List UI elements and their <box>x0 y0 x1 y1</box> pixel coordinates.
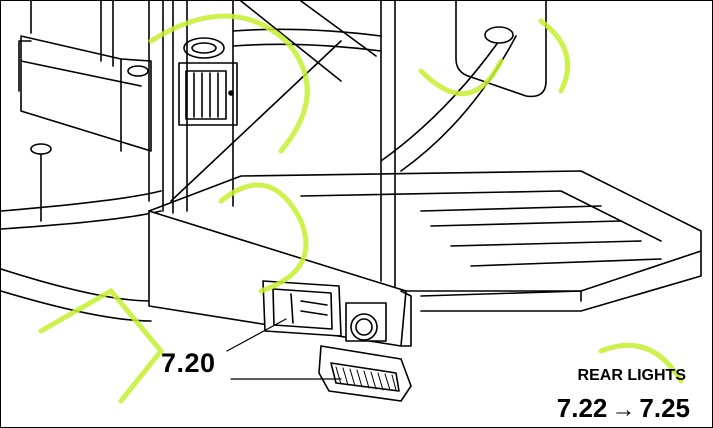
reflector-lamp <box>318 345 412 402</box>
callout-7-20: 7.20 <box>161 348 216 378</box>
leader-lines <box>226 318 342 380</box>
machine-body <box>18 1 152 152</box>
range-end: 7.25 <box>639 393 690 423</box>
bumper-block <box>148 210 412 347</box>
mirror <box>380 1 547 172</box>
reference-range: 7.22→7.25 <box>557 393 690 424</box>
right-arrow-icon: → <box>611 396 636 423</box>
fan-unit <box>127 37 238 126</box>
rear-platform <box>1 170 702 322</box>
range-start: 7.22 <box>556 393 608 423</box>
section-title: REAR LIGHTS <box>577 367 686 384</box>
rear-light-lamp <box>262 280 342 337</box>
vertical-posts <box>148 1 396 292</box>
watermark <box>38 13 684 404</box>
round-indicator <box>345 302 387 342</box>
